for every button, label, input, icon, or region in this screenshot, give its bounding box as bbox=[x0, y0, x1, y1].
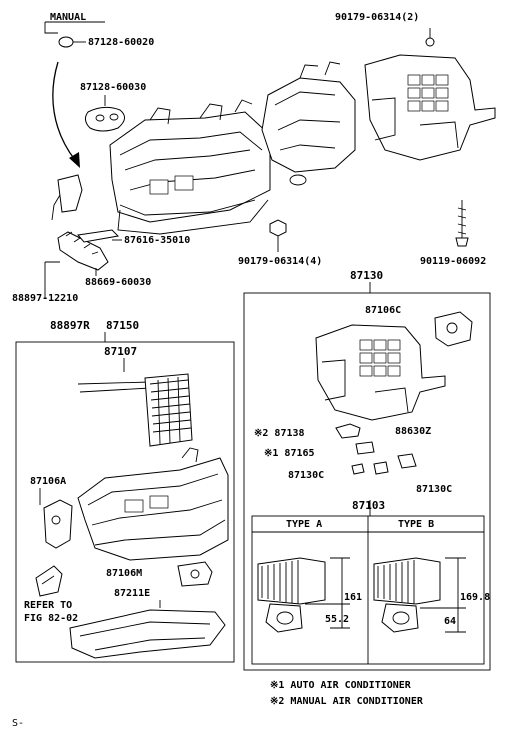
label-87130: 87130 bbox=[350, 269, 384, 282]
box-87150 bbox=[15, 341, 235, 663]
box-87130 bbox=[243, 292, 491, 671]
label-type-b: TYPE B bbox=[398, 519, 435, 530]
blower-motor-type-a bbox=[257, 557, 350, 633]
label-87138: ※2 87138 bbox=[254, 428, 305, 439]
upper-heater-case bbox=[109, 99, 271, 235]
dim-55-2: 55.2 bbox=[325, 614, 350, 625]
label-87150: 87150 bbox=[106, 319, 140, 332]
label-87106M: 87106M bbox=[106, 568, 143, 579]
duct-87211E bbox=[69, 600, 226, 659]
label-87103: 87103 bbox=[352, 499, 386, 512]
dim-161: 161 bbox=[344, 592, 363, 603]
footer-code: S- bbox=[12, 718, 25, 729]
label-87128-60030: 87128-60030 bbox=[80, 82, 147, 93]
servo-87106M bbox=[177, 561, 213, 587]
dim-64: 64 bbox=[444, 616, 457, 627]
blower-motor-type-b bbox=[373, 557, 466, 633]
label-90119-06092: 90119-06092 bbox=[420, 256, 487, 267]
label-type-a: TYPE A bbox=[286, 519, 323, 530]
leader-88897 bbox=[44, 261, 60, 298]
label-90179-06314-4: 90179-06314(4) bbox=[238, 256, 323, 267]
heater-core-87107 bbox=[77, 358, 193, 447]
type-table-grid bbox=[252, 516, 484, 664]
clip-87128-60020 bbox=[58, 36, 86, 48]
note-manual-air-conditioner: ※2 MANUAL AIR CONDITIONER bbox=[270, 696, 423, 707]
label-87211E: 87211E bbox=[114, 588, 151, 599]
label-90179-06314-2: 90179-06314(2) bbox=[335, 12, 420, 23]
label-87106A: 87106A bbox=[30, 476, 67, 487]
heater-case-lower bbox=[77, 447, 229, 561]
servo-87106A bbox=[39, 488, 73, 549]
blower-case bbox=[315, 324, 446, 421]
label-manual: MANUAL bbox=[50, 12, 87, 23]
small-parts bbox=[335, 423, 417, 475]
manual-arrow bbox=[52, 61, 76, 161]
center-duct bbox=[261, 61, 356, 186]
label-87165: ※1 87165 bbox=[264, 448, 315, 459]
arrow-head-icon bbox=[69, 152, 80, 168]
label-87128-60020: 87128-60020 bbox=[88, 37, 155, 48]
label-refer-to: REFER TO bbox=[24, 600, 73, 611]
bracket-refer bbox=[35, 565, 63, 597]
label-88669-60030: 88669-60030 bbox=[85, 277, 152, 288]
label-87130C-right: 87130C bbox=[416, 484, 453, 495]
nut-90179-4 bbox=[269, 219, 287, 252]
screw-90119 bbox=[455, 200, 469, 247]
note-auto-air-conditioner: ※1 AUTO AIR CONDITIONER bbox=[270, 680, 411, 691]
pad-87128-60030 bbox=[84, 95, 125, 132]
label-87130C-left: 87130C bbox=[288, 470, 325, 481]
label-87107: 87107 bbox=[104, 345, 138, 358]
hose-assembly bbox=[51, 174, 120, 271]
label-88897R: 88897R bbox=[50, 319, 90, 332]
blower-case-upper bbox=[364, 28, 496, 161]
dim-169-8: 169.8 bbox=[460, 592, 491, 603]
label-88630Z: 88630Z bbox=[395, 426, 432, 437]
label-87616-35010: 87616-35010 bbox=[124, 235, 191, 246]
label-fig-82-02: FIG 82-02 bbox=[24, 613, 79, 624]
label-88897-12210: 88897-12210 bbox=[12, 293, 79, 304]
servo-87106C bbox=[434, 311, 473, 347]
label-87106C: 87106C bbox=[365, 305, 402, 316]
manual-bracket bbox=[44, 21, 105, 34]
